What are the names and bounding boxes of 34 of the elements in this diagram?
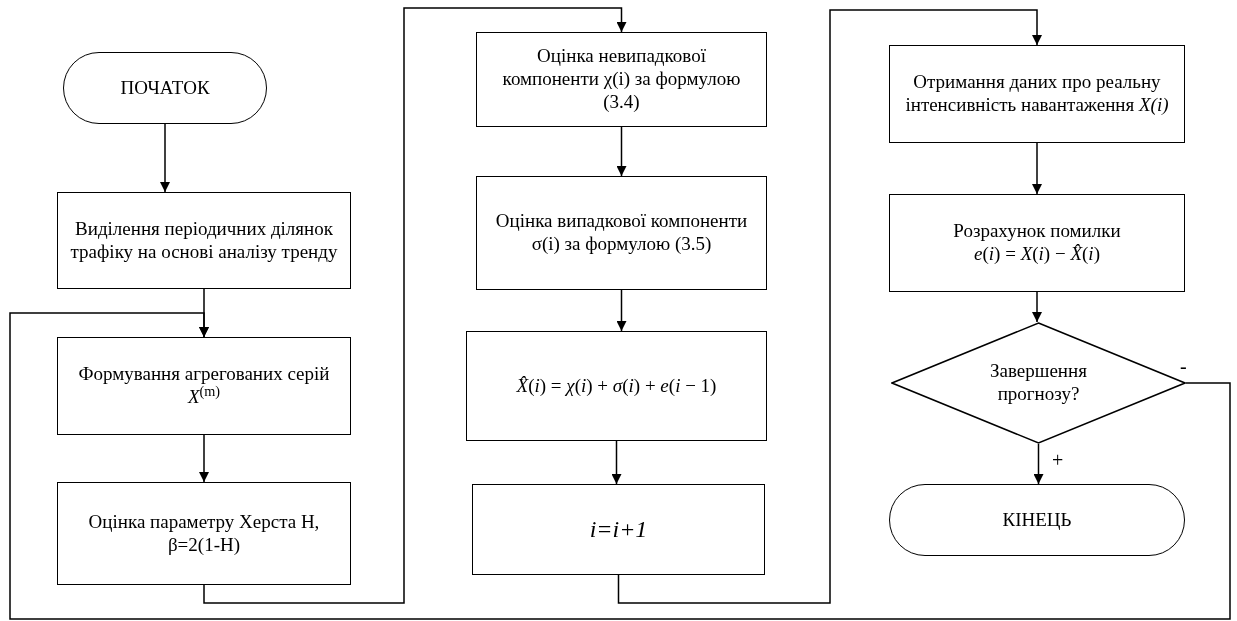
process-box [472, 484, 765, 575]
process-box [889, 45, 1185, 143]
arrow [1033, 443, 1044, 485]
arrow [199, 434, 209, 483]
node-text: Завершення прогнозу? [989, 360, 1088, 406]
arrow [1032, 142, 1042, 195]
node-text: Оцінка випадкової компоненти σ(i) за формулою (3.5) [494, 210, 749, 256]
node-text: Формування агрегованих серій X$^{(m)}$ [77, 363, 331, 409]
arrow [617, 9, 1042, 604]
process-box [57, 337, 351, 435]
node-text: Виділення періодичних ділянок трафіку на основі аналізу тренду [70, 217, 338, 264]
process-box [476, 176, 767, 290]
node-text: КІНЕЦЬ [1002, 508, 1072, 532]
arrow [611, 440, 622, 485]
decision-diamond [891, 322, 1186, 444]
arrow [203, 7, 627, 604]
node-text: Отримання даних про реальну інтенсивність навантаження X(i) [904, 71, 1170, 117]
process-box [57, 192, 351, 289]
process-box [889, 194, 1185, 292]
arrow [616, 289, 627, 332]
process-box [57, 482, 351, 585]
process-box [466, 331, 767, 441]
node-text: X̂(i) = χ(i) + σ(i) + e(i − 1) [516, 374, 717, 398]
node-text: e(i) = X(i) − X̂(i) [974, 243, 1100, 266]
node-text: ПОЧАТОК [120, 76, 210, 100]
arrow [9, 312, 1231, 620]
node-text: Оцінка параметру Херста H, β=2(1-H) [87, 510, 321, 557]
arrow [160, 123, 170, 193]
node-text: Розрахунок помилки [953, 220, 1121, 243]
process-box [476, 32, 767, 127]
node-text: i=i+1 [589, 515, 648, 544]
node-text: Оцінка невипадкової компоненти χ(i) за формулою (3.4) [501, 45, 742, 114]
arrow [616, 126, 627, 177]
arrow [1032, 291, 1042, 323]
